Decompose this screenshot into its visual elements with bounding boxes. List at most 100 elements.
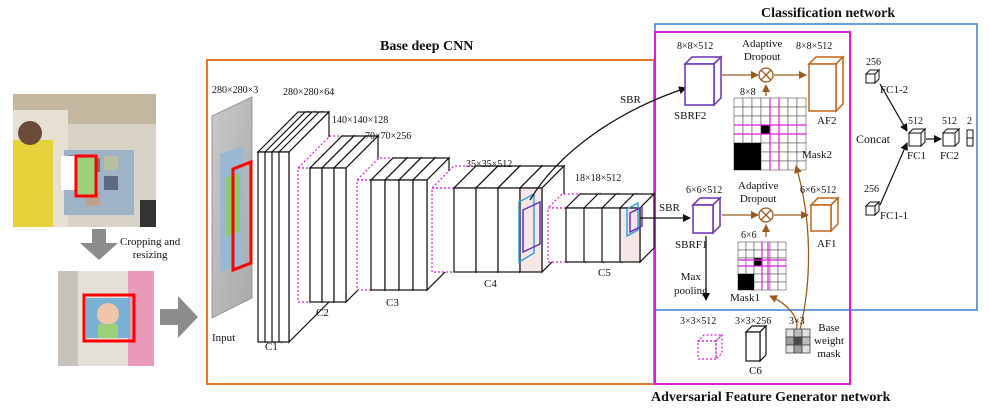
input-label: Input (212, 332, 236, 344)
mask1-size: 6×6 (741, 230, 757, 241)
fc2-label: FC2 (940, 150, 959, 162)
mask1-cell (761, 249, 771, 259)
afg-network-box (654, 31, 851, 385)
cropped-photo (58, 271, 154, 366)
sbrf1-label: SBRF1 (675, 239, 708, 251)
mask2-label: Mask2 (802, 149, 832, 161)
mask2-cell (778, 160, 789, 171)
c3-size: 70×70×256 (365, 131, 412, 142)
mask2-cell (742, 106, 753, 117)
mask1-cell (761, 281, 771, 291)
mask2-cell (760, 160, 771, 171)
mask2-cell (742, 133, 753, 144)
c5-label: C5 (598, 267, 611, 279)
mask1-cell (777, 249, 787, 259)
sbrf2-label: SBRF2 (674, 110, 707, 122)
mask2-cell (751, 97, 762, 108)
mask2-cell (751, 115, 762, 126)
mask2-cell (796, 97, 807, 108)
mask2-cell (778, 151, 789, 162)
sbrf2-size: 8×8×512 (677, 41, 714, 52)
c6-cube (744, 324, 768, 363)
mask2-cell (796, 160, 807, 171)
base-weight-mask-label: Base weight mask (814, 322, 844, 360)
c4-label: C4 (484, 278, 497, 290)
mask2-cell (787, 124, 798, 135)
mask2-cell (733, 106, 744, 117)
fc12-to-fc1 (879, 83, 908, 132)
c4-map-1-front (453, 187, 477, 273)
mask2-cell (733, 97, 744, 108)
mask1-cell (777, 281, 787, 291)
mask1-cell (769, 265, 779, 275)
c1-map-4-front (278, 151, 290, 343)
output-size: 2 (967, 116, 972, 127)
fc1-cube (907, 127, 927, 148)
mask2-cell (778, 124, 789, 135)
mask1-block (738, 274, 754, 290)
c2-label: C2 (316, 307, 329, 319)
sbrf2-cube (683, 55, 723, 107)
c6-label: C6 (749, 365, 762, 377)
mask2-cell (760, 151, 771, 162)
fc11-size: 256 (864, 184, 879, 195)
fc12-size: 256 (866, 57, 881, 68)
mask2-cell (796, 133, 807, 144)
detection-box-cropped (82, 293, 136, 343)
sbr-top-label: SBR (620, 94, 641, 106)
mask2-cell (778, 133, 789, 144)
mask1-cell (753, 241, 763, 251)
input-size: 280×280×3 (212, 85, 259, 96)
c4-stack (430, 164, 566, 274)
c1-label: C1 (265, 341, 278, 353)
mask2-cell (787, 142, 798, 153)
mask2-cell (733, 124, 744, 135)
mask2-cell (760, 142, 771, 153)
fc2-size: 512 (942, 116, 957, 127)
mask1-cell (745, 249, 755, 259)
c5-map-2-front (583, 207, 605, 263)
mask1-label: Mask1 (730, 292, 760, 304)
dropout1-node (758, 207, 774, 223)
mask2-cell (769, 97, 780, 108)
mask1-cell (769, 273, 779, 283)
mask2-block (734, 143, 761, 170)
af1-cube (809, 196, 840, 233)
c4-size: 35×35×512 (466, 159, 513, 170)
mask1-cell (753, 265, 763, 275)
mask2-cell (778, 106, 789, 117)
mask1-cell (737, 265, 747, 275)
c4-map-2-front (475, 187, 499, 273)
mask2-cell (751, 133, 762, 144)
mask1-cell (777, 257, 787, 267)
input-arrow (160, 296, 198, 338)
c2-map-1-front (309, 167, 323, 303)
base-mask-size: 3×3 (789, 316, 805, 327)
mask1-grid (737, 241, 787, 291)
mask2-cell (796, 124, 807, 135)
c5-highlight-blue (626, 201, 639, 238)
af2-cube (807, 55, 845, 113)
mask2-cell (751, 124, 762, 135)
base-weight-mask-grid (785, 328, 811, 354)
mask2-cell (769, 115, 780, 126)
dropout1-label: Adaptive Dropout (738, 180, 779, 205)
mask2-cell (769, 106, 780, 117)
fc2-cube (941, 127, 961, 148)
af2-size: 8×8×512 (796, 41, 833, 52)
mask2-cell (787, 160, 798, 171)
c5-map-1-front (565, 207, 587, 263)
mask1-cell (761, 273, 771, 283)
sbr-bottom-label: SBR (659, 202, 680, 214)
detection-box-original (74, 154, 98, 198)
mask2-size: 8×8 (740, 87, 756, 98)
mask2-cell (760, 106, 771, 117)
mask1-cell (769, 249, 779, 259)
crop-label: Cropping and resizing (120, 236, 181, 261)
c4-highlight-blue (518, 192, 535, 264)
mask1-cell (769, 241, 779, 251)
fc1-label: FC1 (907, 150, 926, 162)
afg-title: Adversarial Feature Generator network (651, 390, 891, 405)
mask2-cell (787, 151, 798, 162)
